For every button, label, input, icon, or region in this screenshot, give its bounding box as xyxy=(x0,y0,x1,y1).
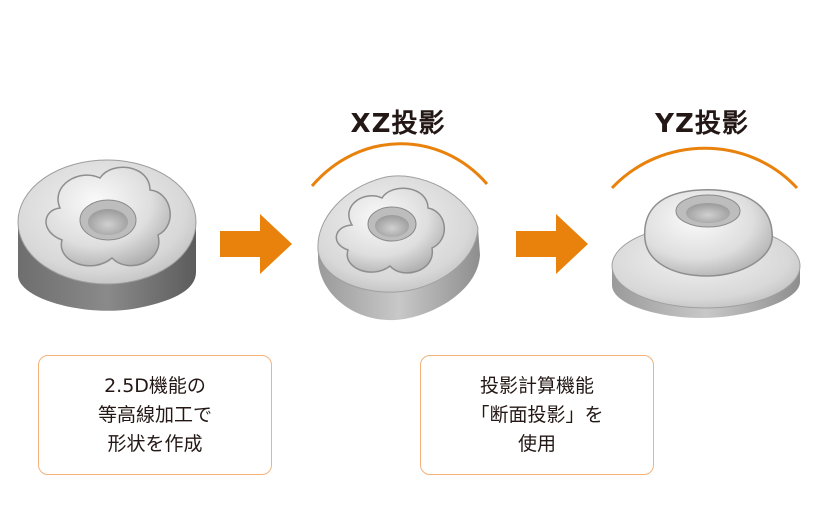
note-right-line-2: 「断面投影」を xyxy=(470,403,604,426)
arrow-right-icon xyxy=(220,214,292,274)
arrow-right-icon xyxy=(516,214,588,274)
yz-projection-title: YZ投影 xyxy=(655,109,749,139)
note-left: 2.5D機能の 等高線加工で 形状を作成 xyxy=(38,355,272,475)
xz-projection-title: XZ投影 xyxy=(350,109,446,139)
part-original xyxy=(17,159,197,311)
xz-arc xyxy=(310,142,489,187)
note-left-line-1: 2.5D機能の xyxy=(104,374,206,397)
note-left-line-3: 形状を作成 xyxy=(107,432,203,455)
note-right-line-3: 使用 xyxy=(517,432,556,455)
part-yz-projection xyxy=(611,189,801,318)
note-right-line-1: 投影計算機能 xyxy=(479,374,594,397)
part-xz-projection xyxy=(317,175,480,321)
note-left-line-2: 等高線加工で xyxy=(97,403,212,426)
note-right: 投影計算機能 「断面投影」を 使用 xyxy=(420,355,654,475)
yz-arc xyxy=(610,146,799,190)
